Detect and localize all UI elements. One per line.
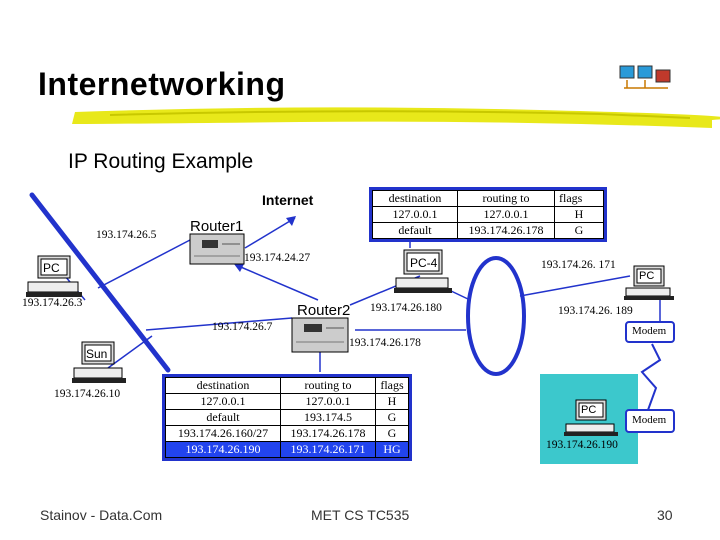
cell-routing-to: 193.174.26.171 [280,441,376,458]
internet-arrow [286,216,296,226]
internet-label: Internet [262,192,314,208]
cell-flags: H [554,206,604,223]
modem-bottom-box [625,409,675,433]
table-row: default 193.174.5 G [165,409,409,426]
modem-top-label: Modem [632,325,667,337]
col-routing-to: routing to [457,190,555,207]
cell-routing-to: 193.174.5 [280,409,376,426]
col-flags: flags [554,190,604,207]
routing-table-bottom: destination routing to flags 127.0.0.1 1… [162,374,412,461]
router2-label: Router2 [297,302,351,319]
cell-destination: 127.0.0.1 [165,393,281,410]
pc-remote-label: PC [581,404,597,416]
slide-title: Internetworking [38,66,286,102]
col-destination: destination [372,190,458,207]
link-router1-left [97,239,191,289]
pc4-device [394,249,452,293]
phone-line [640,343,662,411]
pc-right-ip-bottom: 193.174.26. 189 [558,305,633,317]
cell-routing-to: 127.0.0.1 [457,206,555,223]
footer-author: Stainov - Data.Com [40,507,163,523]
slide-subtitle: IP Routing Example [68,150,254,173]
table-row: 127.0.0.1 127.0.0.1 H [165,393,409,410]
link-router1-internet [244,217,296,249]
cell-destination: default [372,222,458,239]
cell-destination: 127.0.0.1 [372,206,458,223]
sun-label: Sun [86,347,108,361]
routing-table-top: destination routing to flags 127.0.0.1 1… [369,187,607,242]
pc-right-ip-top: 193.174.26. 171 [541,259,616,271]
pc4-label: PC-4 [410,256,438,270]
link-router2-left [145,317,293,331]
table-header-row: destination routing to flags [165,377,409,394]
link-ring-pc-right [519,275,631,297]
yellow-brush-bar [72,107,720,128]
router1-ip-left: 193.174.26.5 [96,229,157,241]
sun-device [72,341,126,383]
cell-flags: G [554,222,604,239]
cell-flags: G [375,409,409,426]
modem-top-box [625,321,675,343]
router1-device [189,233,245,265]
cell-flags: HG [375,441,409,458]
footer-course: MET CS TC535 [311,507,410,523]
pc-left-device [26,255,82,297]
cell-routing-to: 193.174.26.178 [457,222,555,239]
router1-ip-right: 193.174.24.27 [244,252,311,264]
cell-flags: G [375,425,409,442]
router2-device [291,317,349,353]
cell-destination: 193.174.26.160/27 [165,425,281,442]
table-header-row: destination routing to flags [372,190,604,207]
cell-destination: default [165,409,281,426]
router2-ip-right: 193.174.26.180 [370,302,442,314]
modem-bottom-label: Modem [632,414,667,426]
pc-left-label: PC [43,261,60,275]
pc-right-label: PC [639,270,655,282]
router1-arrow [234,264,244,272]
pc-remote-device [564,399,618,436]
table-row: default 193.174.26.178 G [372,222,604,239]
router2-ip-left: 193.174.26.7 [212,321,273,333]
pc-right-device [624,265,674,300]
col-flags: flags [375,377,409,394]
table-row-highlighted: 193.174.26.190 193.174.26.171 HG [165,441,409,458]
pc-remote-ip: 193.174.26.190 [546,439,618,451]
link-sun [107,335,153,369]
table-row: 193.174.26.160/27 193.174.26.178 G [165,425,409,442]
cell-destination: 193.174.26.190 [165,441,281,458]
col-routing-to: routing to [280,377,376,394]
col-destination: destination [165,377,281,394]
link-router2-router1 [235,264,319,301]
router2-ip-bottom: 193.174.26.178 [349,337,421,349]
table-row: 127.0.0.1 127.0.0.1 H [372,206,604,223]
page-number: 30 [657,507,673,523]
cell-routing-to: 193.174.26.178 [280,425,376,442]
router1-label: Router1 [190,218,244,235]
sun-ip: 193.174.26.10 [54,388,121,400]
ring-network [466,256,526,376]
network-logo-icon [619,65,671,89]
cell-flags: H [375,393,409,410]
pc-left-ip: 193.174.26.3 [22,297,83,309]
cell-routing-to: 127.0.0.1 [280,393,376,410]
